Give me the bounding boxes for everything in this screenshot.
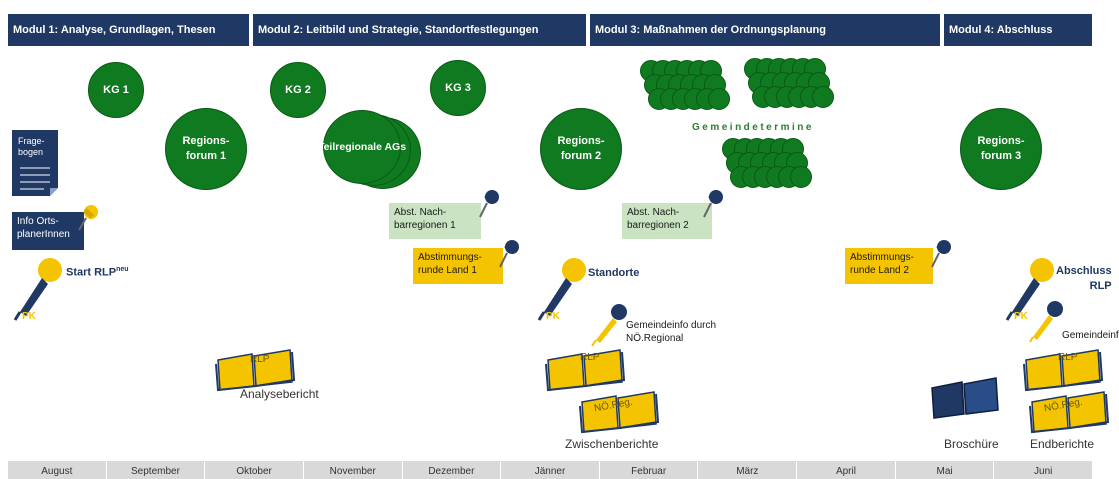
- microphone-icon: [13, 258, 62, 321]
- start-rlp-text: Start RLP: [66, 266, 117, 279]
- month-10: Juni: [1034, 466, 1053, 477]
- zwischenberichte-label: Zwischenberichte: [565, 437, 659, 451]
- fragebogen-line2: bogen: [18, 146, 44, 157]
- abst-1-line2: barregionen 1: [394, 220, 456, 231]
- month-7: März: [698, 461, 798, 479]
- teilregionale-ags-circle: Teilregionale AGs: [318, 110, 406, 184]
- document-icon: [12, 130, 58, 196]
- teilregionale-ags-label: Teilregionale AGs: [317, 140, 407, 153]
- month-0: August: [8, 461, 107, 479]
- book-2-rlp-label: RLP: [580, 352, 600, 363]
- pushpin-icon: [78, 205, 98, 231]
- gemeindeinfo-short-label: Gemeindeinfo: [1062, 330, 1119, 341]
- abst-1-line1: Abst. Nach-: [394, 207, 447, 218]
- module-4-header: Modul 4: Abschluss: [944, 14, 1092, 46]
- book-icon: [931, 377, 999, 419]
- microphone-icon: [537, 258, 586, 321]
- abschluss-label: Abschluss RLP: [1056, 264, 1112, 295]
- book-icon: [1023, 349, 1104, 392]
- month-6: Februar: [600, 461, 699, 479]
- abstimmungsrunde-2-line2: runde Land 2: [850, 265, 909, 276]
- left-termin-circle: [708, 88, 730, 110]
- abst-2-line2: barregionen 2: [627, 220, 689, 231]
- gemeindeinfo-label: Gemeindeinfo durch NÖ.Regional: [626, 320, 716, 345]
- standorte-label: Standorte: [588, 267, 640, 279]
- info-ortsplaner-box: Info Orts- planerInnen: [12, 212, 84, 250]
- gemeindetermine-cluster-left: [640, 60, 740, 118]
- abst-nachbarregionen-1-box: Abst. Nach- barregionen 1: [389, 203, 481, 239]
- pushpin-icon: [479, 190, 499, 218]
- regionsforum-3-line1: Regions-: [977, 135, 1025, 148]
- endberichte-label: Endberichte: [1030, 437, 1095, 451]
- pk-label-abschluss: PK: [1014, 311, 1028, 322]
- fragebogen-document: Frage- bogen: [12, 130, 58, 196]
- abstimmungsrunde-1-line2: runde Land 1: [418, 265, 477, 276]
- info-ortsplaner-line2: planerInnen: [17, 229, 70, 240]
- abstimmungsrunde-2-line1: Abstimmungs-: [850, 252, 914, 263]
- month-2: Oktober: [205, 461, 304, 479]
- pushpin-icon: [499, 240, 519, 268]
- microphone-icon: [1005, 258, 1054, 321]
- kg-3-circle: KG 3: [430, 60, 486, 116]
- book-icon: [579, 391, 660, 434]
- abschluss-line2: RLP: [1089, 280, 1112, 293]
- info-ortsplaner-line1: Info Orts-: [17, 216, 59, 227]
- book-1-rlp-label: RLP: [250, 354, 270, 365]
- month-9: Mai: [896, 461, 995, 479]
- book-icon: [545, 349, 626, 392]
- regionsforum-1-line2: forum 1: [185, 150, 227, 162]
- month-3: November: [304, 461, 403, 479]
- regionsforum-3-circle: Regions-forum 3: [960, 108, 1042, 190]
- month-5: Jänner: [501, 461, 600, 479]
- module-2-header: Modul 2: Leitbild und Strategie, Standor…: [253, 14, 586, 46]
- kg-3-label: KG 3: [445, 81, 471, 94]
- book-icon: [1029, 391, 1110, 434]
- abschluss-line1: Abschluss: [1056, 265, 1112, 277]
- abstimmungsrunde-land-1-box: Abstimmungs- runde Land 1: [413, 248, 503, 284]
- gemeindetermine-cluster-bottom: [722, 138, 822, 196]
- kg-2-circle: KG 2: [270, 62, 326, 118]
- month-8: April: [797, 461, 896, 479]
- pk-label-standorte: PK: [546, 311, 560, 322]
- gemeindeinfo-line2: NÖ.Regional: [626, 332, 684, 344]
- gemeindetermine-label: Gemeindetermine: [692, 122, 814, 133]
- abstimmungsrunde-1-line1: Abstimmungs-: [418, 252, 482, 263]
- module-1-header: Modul 1: Analyse, Grundlagen, Thesen: [8, 14, 249, 46]
- microphone-icon: [591, 304, 627, 347]
- book-4-rlp-label: RLP: [1058, 352, 1078, 363]
- pushpin-icon: [931, 240, 951, 268]
- abstimmungsrunde-land-2-box: Abstimmungs- runde Land 2: [845, 248, 933, 284]
- bottom-termin-circle: [790, 166, 812, 188]
- gemeindeinfo-line1: Gemeindeinfo durch: [626, 320, 717, 331]
- abst-nachbarregionen-2-box: Abst. Nach- barregionen 2: [622, 203, 712, 239]
- month-1: September: [107, 461, 206, 479]
- broschuere-label: Broschüre: [944, 437, 999, 451]
- regionsforum-2-line1: Regions-: [557, 135, 605, 148]
- fragebogen-line1: Frage-: [18, 136, 45, 146]
- regionsforum-1-circle: Regions-forum 1: [165, 108, 247, 190]
- kg-2-label: KG 2: [285, 83, 311, 96]
- pk-label-start: PK: [22, 311, 36, 322]
- regionsforum-2-line2: forum 2: [560, 150, 602, 162]
- abst-2-line1: Abst. Nach-: [627, 207, 680, 218]
- gemeindetermine-cluster-right: [744, 58, 844, 116]
- start-rlp-sup: neu: [116, 266, 129, 273]
- regionsforum-2-circle: Regions-forum 2: [540, 108, 622, 190]
- month-4: Dezember: [403, 461, 502, 479]
- kg-1-label: KG 1: [103, 83, 129, 96]
- book-icon: [215, 349, 296, 392]
- kg-1-circle: KG 1: [88, 62, 144, 118]
- module-3-header: Modul 3: Maßnahmen der Ordnungsplanung: [590, 14, 940, 46]
- right-termin-circle: [812, 86, 834, 108]
- microphone-icon: [1029, 301, 1063, 343]
- regionsforum-3-line2: forum 3: [980, 150, 1022, 162]
- pushpin-icon: [703, 190, 723, 218]
- regionsforum-1-line1: Regions-: [182, 135, 230, 148]
- start-rlp-label: Start RLPneu: [66, 266, 129, 279]
- analysebericht-label: Analysebericht: [240, 387, 319, 401]
